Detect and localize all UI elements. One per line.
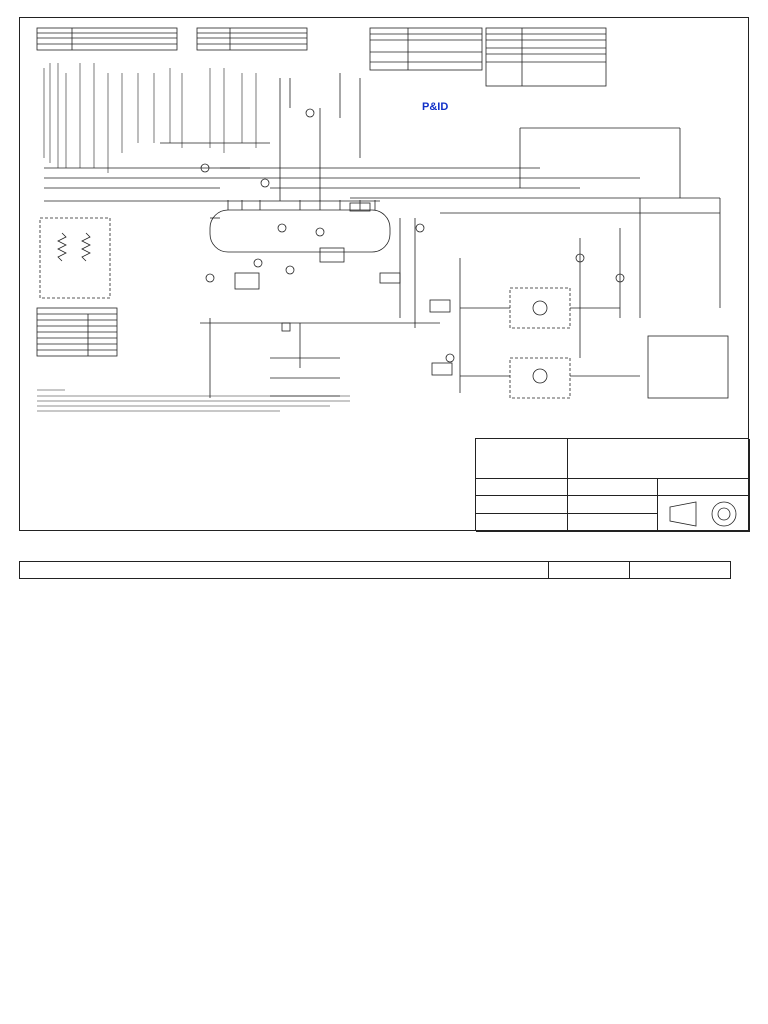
note-box: [647, 335, 729, 399]
title-block-cell: [476, 439, 568, 479]
closed-drain-vessel: [209, 209, 391, 253]
detail-box: [39, 217, 111, 299]
pump-a-icon: [532, 300, 548, 316]
title-block-cell: [568, 496, 658, 514]
header-table-2: [196, 27, 308, 51]
title-block-cell: [476, 496, 568, 514]
vessel-nozzles: [227, 200, 376, 210]
title-block-cell: [658, 479, 750, 496]
footer-cell: [548, 562, 630, 578]
first-angle-projection-icon: [669, 501, 737, 527]
title-block-cell: [568, 439, 750, 479]
projection-cell: [658, 496, 750, 532]
header-table-4: [485, 27, 607, 87]
title-block-cell: [568, 514, 658, 532]
header-table-3: [369, 27, 483, 71]
instrument-bubbles: [200, 108, 625, 363]
general-notes: [37, 389, 350, 412]
footer-cell: [629, 562, 731, 578]
title-block-cell: [476, 514, 568, 532]
title-block: [475, 438, 750, 532]
pump-skid-a: [509, 287, 571, 329]
top-left-pipe-lines: [43, 63, 257, 173]
pump-b-icon: [532, 368, 548, 384]
drawing-sheet: P&ID: [19, 17, 750, 532]
footer-bar: [19, 561, 731, 579]
title-block-cell: [476, 479, 568, 496]
title-block-cell: [568, 479, 658, 496]
pid-title: P&ID: [422, 101, 448, 113]
header-table-1: [36, 27, 178, 51]
pid-drawing: P&ID: [36, 27, 729, 412]
pump-skid-b: [509, 357, 571, 399]
